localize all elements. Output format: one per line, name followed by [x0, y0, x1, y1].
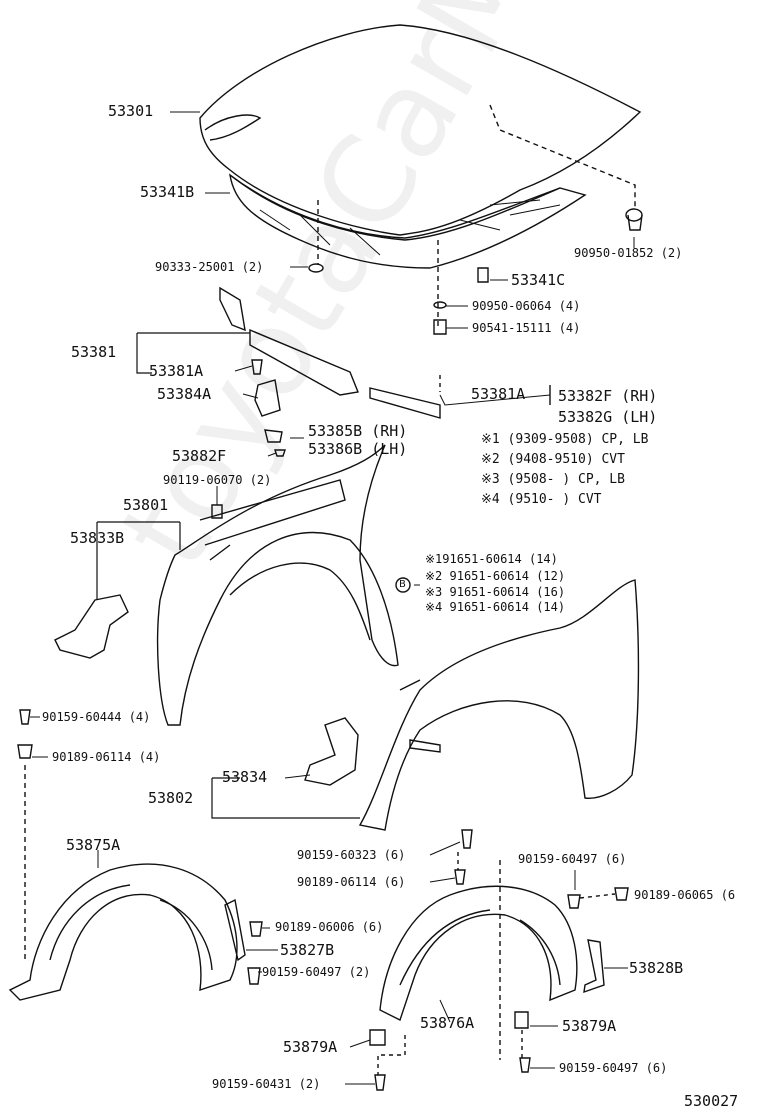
legend-note-2: ※2 (9408-9510) CVT: [481, 452, 625, 467]
bolt-note-2: ※2 91651-60614 (12): [425, 569, 566, 583]
label-90950-01852: 90950-01852 (2): [574, 246, 683, 260]
label-53301: 53301: [108, 102, 154, 120]
label-53875A: 53875A: [66, 836, 121, 854]
legend-note-4: ※4 (9510- ) CVT: [481, 492, 602, 507]
label-90189-06114-left: 90189-06114 (4): [52, 750, 161, 764]
label-90189-06114-right: 90189-06114 (6): [297, 875, 406, 889]
hood-insulator: [229, 173, 587, 269]
label-53381A-left: 53381A: [149, 362, 204, 380]
label-53827B: 53827B: [280, 941, 335, 959]
label-53341C: 53341C: [511, 271, 566, 289]
legend-note-3: ※3 (9508- ) CP, LB: [481, 472, 625, 487]
fender-outline: [156, 444, 399, 726]
label-53384A: 53384A: [157, 385, 212, 403]
label-90333-25001: 90333-25001 (2): [155, 260, 264, 274]
label-53828B: 53828B: [629, 959, 684, 977]
legend-note-1: ※1 (9309-9508) CP, LB: [481, 432, 649, 447]
fender-bracket: [54, 594, 129, 659]
label-90189-06006: 90189-06006 (6): [275, 920, 384, 934]
label-90159-60323: 90159-60323 (6): [297, 848, 406, 862]
label-53385B: 53385B (RH): [308, 422, 408, 440]
label-53876A: 53876A: [420, 1014, 475, 1032]
label-53834: 53834: [222, 768, 268, 786]
label-90159-60497-bottom: 90159-60497 (6): [559, 1061, 668, 1075]
label-53879A-left: 53879A: [283, 1038, 338, 1056]
label-53381A-right: 53381A: [471, 385, 526, 403]
label-90159-60497-left: 90159-60497 (2): [262, 965, 371, 979]
quarter-panel: [358, 579, 640, 831]
label-53833B: 53833B: [70, 529, 125, 547]
label-53341B: 53341B: [140, 183, 195, 201]
seal-bar: [249, 328, 359, 396]
label-90950-06064: 90950-06064 (4): [472, 299, 581, 313]
label-90159-60497-top: 90159-60497 (6): [518, 852, 627, 866]
hood-outline: [199, 24, 642, 236]
label-53382F: 53382F (RH): [558, 387, 658, 405]
label-90189-06065: 90189-06065 (6: [634, 888, 736, 902]
label-53386B: 53386B (LH): [308, 440, 408, 458]
ref-circle-b: B: [399, 579, 406, 590]
label-53882F: 53882F: [172, 447, 227, 465]
bolt-note-3: ※3 91651-60614 (16): [425, 585, 566, 599]
label-53382G: 53382G (LH): [558, 408, 658, 426]
label-90159-60431: 90159-60431 (2): [212, 1077, 321, 1091]
seal-bracket: [219, 286, 246, 332]
fender-liner-right: [379, 885, 578, 1021]
label-53879A-right: 53879A: [562, 1017, 617, 1035]
label-90119-06070: 90119-06070 (2): [163, 473, 272, 487]
label-90541-15111: 90541-15111 (4): [472, 321, 581, 335]
fender-liner-left: [8, 863, 238, 1001]
figure-code: 530027: [684, 1092, 739, 1110]
label-53801: 53801: [123, 496, 169, 514]
bolt-note-1: ※191651-60614 (14): [425, 552, 558, 566]
bolt-note-4: ※4 91651-60614 (14): [425, 600, 566, 614]
label-53802: 53802: [148, 789, 194, 807]
label-53381: 53381: [71, 343, 117, 361]
hood-front-crease: [229, 174, 561, 239]
hood-scoop: [204, 114, 262, 141]
label-90159-60444: 90159-60444 (4): [42, 710, 151, 724]
